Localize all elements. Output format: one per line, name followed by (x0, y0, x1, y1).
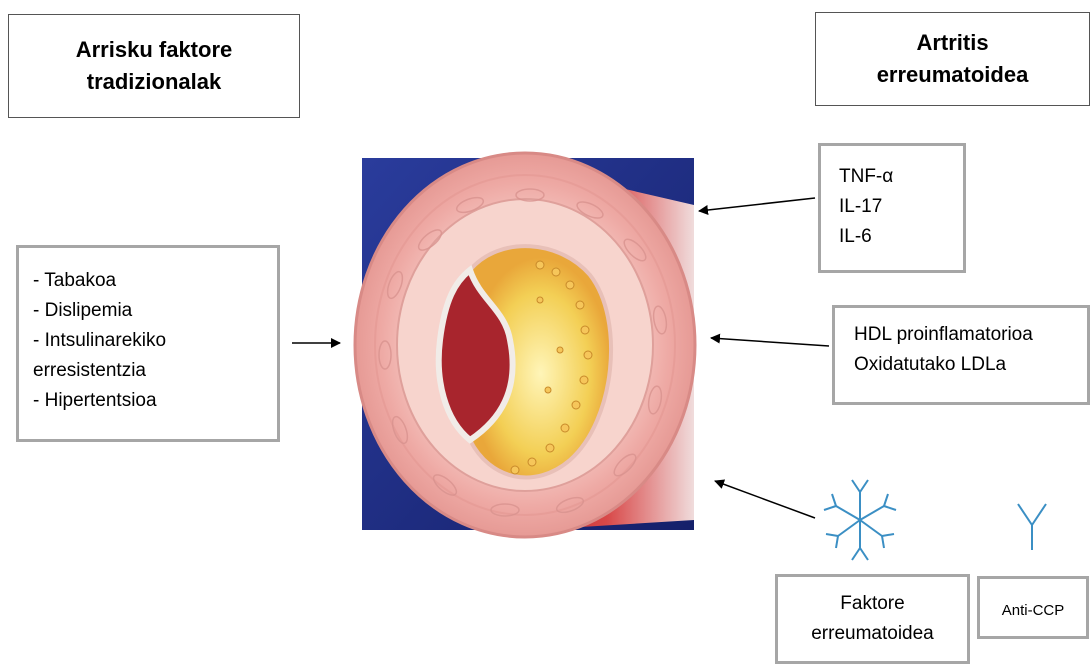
vessel-illustration (355, 153, 695, 537)
anti-ccp-icon (1018, 504, 1046, 550)
arrow-lipids-to-vessel (711, 338, 829, 346)
arrow-antibodies-to-vessel (715, 481, 815, 518)
arrow-cytokines-to-vessel (699, 198, 815, 211)
rheumatoid-factor-icon (824, 480, 896, 560)
